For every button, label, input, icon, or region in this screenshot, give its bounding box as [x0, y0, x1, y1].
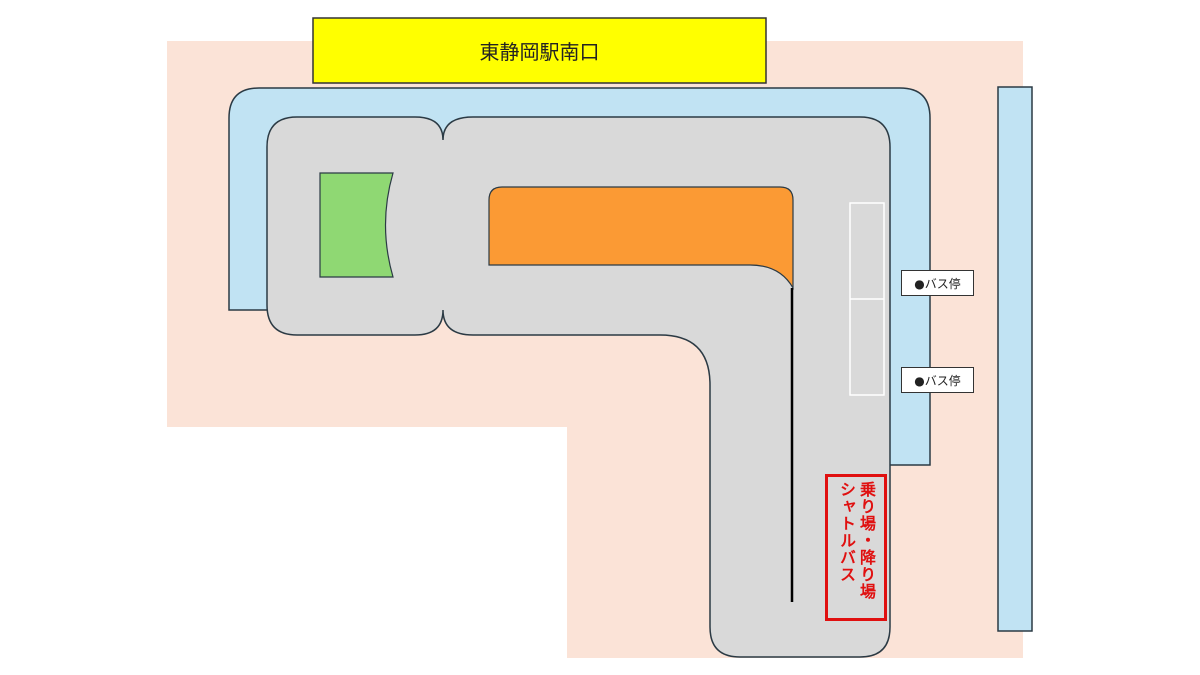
right-sidewalk — [997, 86, 1033, 632]
bus-stop-label: ●バス停 — [901, 367, 974, 393]
shuttle-label-line2: 乗り場・降り場 — [857, 481, 876, 600]
station-box — [312, 17, 767, 84]
station-label: 東静岡駅南口 — [479, 40, 600, 64]
shuttle-label-line1: シャトルバス — [837, 481, 856, 583]
shuttle-bus-stop: シャトルバス 乗り場・降り場 — [825, 474, 887, 621]
green-area — [319, 172, 394, 278]
bus-stop-label: ●バス停 — [901, 270, 974, 296]
orange-area — [488, 186, 794, 291]
